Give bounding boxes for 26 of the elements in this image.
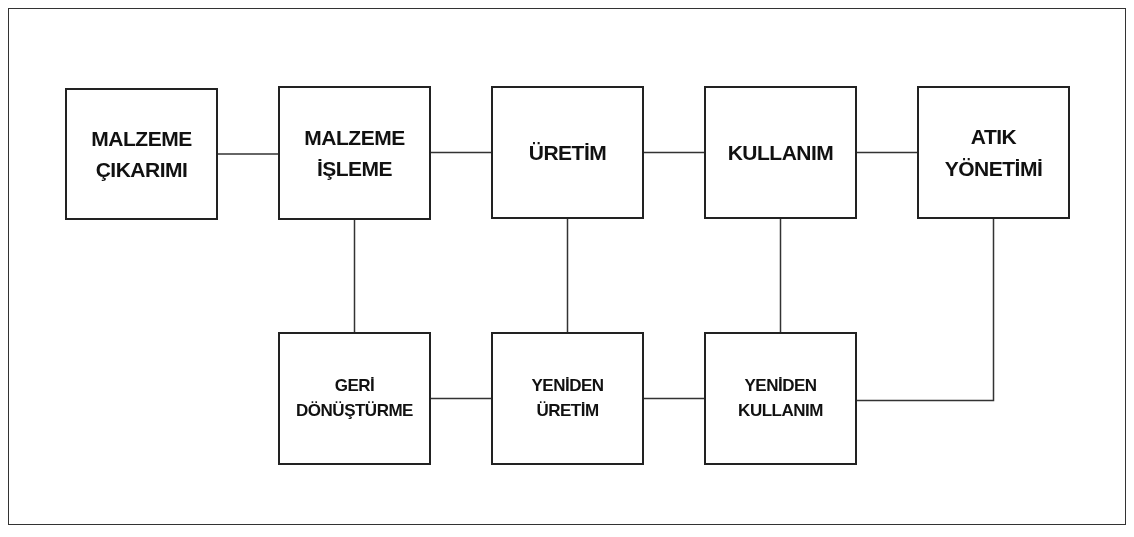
box-label: YENİDEN ÜRETİM — [530, 374, 605, 422]
connector-line — [566, 218, 569, 333]
connector-line — [856, 218, 995, 402]
box-label: ÜRETİM — [528, 139, 607, 166]
connector-line — [856, 151, 918, 154]
process-box — [704, 86, 857, 219]
connector-line — [217, 153, 279, 155]
box-label: KULLANIM — [727, 139, 834, 166]
connector-line — [353, 219, 356, 333]
box-label: MALZEME İŞLEME — [303, 124, 406, 182]
box-label: MALZEME ÇIKARIMI — [90, 125, 193, 183]
box-label: ATIK YÖNETİMİ — [943, 124, 1044, 182]
box-label: GERİ DÖNÜŞTÜRME — [295, 374, 414, 422]
connector-line — [779, 218, 782, 333]
process-box — [278, 86, 431, 220]
connector-line — [643, 151, 705, 154]
process-box — [491, 86, 644, 219]
connector-line — [643, 397, 705, 400]
connector-line — [430, 397, 492, 400]
connector-line — [430, 151, 492, 154]
process-box — [917, 86, 1070, 219]
process-box — [491, 332, 644, 465]
process-box — [704, 332, 857, 465]
process-box — [278, 332, 431, 465]
box-label: YENİDEN KULLANIM — [737, 374, 824, 422]
process-box — [65, 88, 218, 220]
